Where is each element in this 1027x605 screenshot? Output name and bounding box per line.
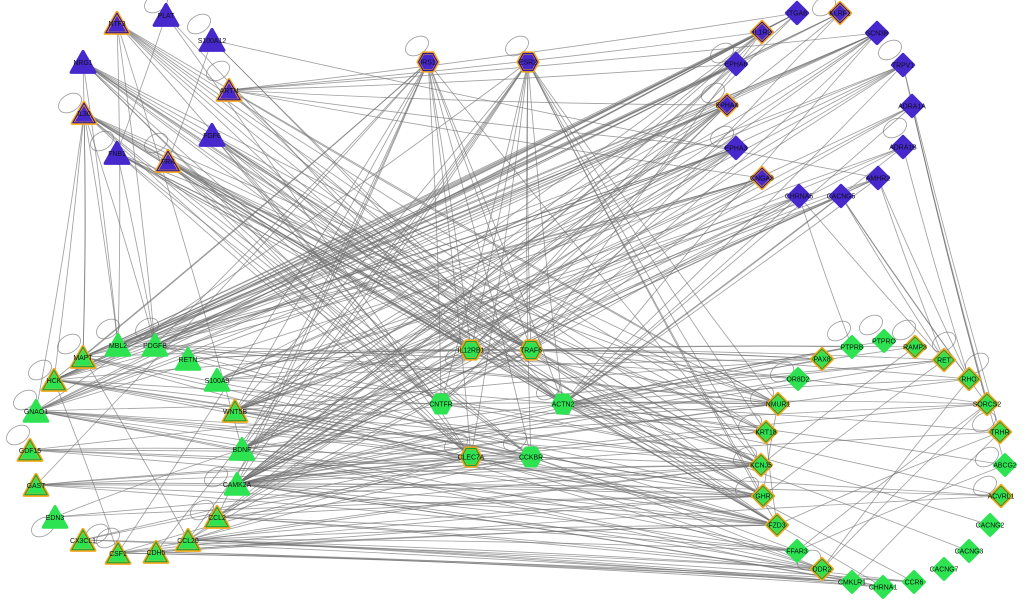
svg-text:RETN: RETN	[179, 357, 198, 364]
svg-text:DDR2: DDR2	[813, 566, 832, 573]
svg-text:CX3CL1: CX3CL1	[70, 538, 96, 545]
svg-text:S100A12: S100A12	[198, 38, 227, 45]
svg-text:FFAR3: FFAR3	[786, 548, 808, 555]
svg-text:EPHA6: EPHA6	[725, 61, 748, 68]
svg-text:PLAT: PLAT	[158, 13, 176, 20]
svg-text:KLRF1: KLRF1	[829, 10, 851, 17]
svg-text:CACNG3: CACNG3	[955, 548, 984, 555]
svg-text:AMHR2: AMHR2	[866, 175, 890, 182]
svg-text:CCR6: CCR6	[905, 579, 924, 586]
svg-text:CMKLR1: CMKLR1	[838, 579, 866, 586]
svg-text:PTPRB: PTPRB	[841, 344, 864, 351]
svg-text:RHO: RHO	[961, 376, 977, 383]
svg-text:EPHA4: EPHA4	[716, 102, 739, 109]
svg-text:CAMK2A: CAMK2A	[223, 482, 252, 489]
svg-text:CCL20: CCL20	[177, 538, 199, 545]
svg-text:CCL2: CCL2	[208, 515, 226, 522]
svg-text:IRS1: IRS1	[420, 59, 435, 66]
svg-text:IL12RB1: IL12RB1	[458, 347, 485, 354]
svg-text:MAPT: MAPT	[73, 355, 93, 362]
svg-text:IL30: IL30	[77, 111, 91, 118]
svg-text:PDGFB: PDGFB	[143, 343, 167, 350]
svg-text:TRAF6: TRAF6	[520, 347, 542, 354]
svg-text:GDF15: GDF15	[19, 448, 41, 455]
svg-text:NTF3: NTF3	[108, 21, 125, 28]
svg-text:OR8D2: OR8D2	[787, 376, 810, 383]
svg-text:CACNG7: CACNG7	[930, 566, 959, 573]
svg-text:CNGA3: CNGA3	[750, 175, 774, 182]
svg-text:GNAO1: GNAO1	[24, 409, 48, 416]
svg-text:ESR2: ESR2	[519, 59, 537, 66]
svg-text:CACNG2: CACNG2	[976, 522, 1005, 529]
svg-text:TRPV1: TRPV1	[892, 62, 914, 69]
svg-text:SCN3B: SCN3B	[866, 30, 889, 37]
svg-text:IL1R2: IL1R2	[753, 29, 772, 36]
svg-text:CNTFR: CNTFR	[429, 401, 452, 408]
svg-text:FNB1: FNB1	[108, 151, 126, 158]
svg-text:MBL2: MBL2	[109, 343, 127, 350]
svg-text:GAST: GAST	[27, 483, 47, 490]
svg-text:CHRNA1: CHRNA1	[869, 584, 898, 591]
svg-text:WNT5B: WNT5B	[223, 409, 248, 416]
svg-text:SORCS2: SORCS2	[973, 401, 1002, 408]
svg-text:ITGA8: ITGA8	[787, 10, 807, 17]
svg-text:ADRA1B: ADRA1B	[889, 144, 917, 151]
svg-text:ADRA1A: ADRA1A	[898, 103, 926, 110]
svg-text:EPHA3: EPHA3	[725, 145, 748, 152]
svg-text:CDH5: CDH5	[147, 550, 166, 557]
svg-text:PAX8: PAX8	[813, 356, 830, 363]
svg-text:FZD3: FZD3	[768, 522, 785, 529]
svg-text:RET: RET	[937, 357, 952, 364]
svg-text:RAMP3: RAMP3	[903, 344, 927, 351]
svg-text:ACTN2: ACTN2	[552, 401, 575, 408]
svg-text:TRHR: TRHR	[990, 429, 1009, 436]
svg-text:CACNG5: CACNG5	[827, 193, 856, 200]
svg-text:ARTN: ARTN	[220, 88, 239, 95]
svg-text:KRT18: KRT18	[755, 429, 776, 436]
svg-text:CCKBR: CCKBR	[519, 454, 543, 461]
svg-text:BDNF: BDNF	[233, 447, 252, 454]
svg-text:ABCG2: ABCG2	[993, 462, 1017, 469]
svg-text:EDN3: EDN3	[46, 515, 65, 522]
svg-text:CLEC7A: CLEC7A	[458, 454, 485, 461]
svg-text:CSF1: CSF1	[109, 551, 127, 558]
svg-text:S100A9: S100A9	[205, 378, 230, 385]
svg-text:FRK: FRK	[161, 159, 175, 166]
svg-text:ACVRL1: ACVRL1	[988, 493, 1015, 500]
svg-text:NMUR1: NMUR1	[766, 401, 791, 408]
svg-text:NRG1: NRG1	[73, 60, 92, 67]
svg-text:KCNJ5: KCNJ5	[750, 462, 772, 469]
svg-text:HCK: HCK	[47, 378, 62, 385]
svg-text:CHRNA5: CHRNA5	[785, 193, 814, 200]
svg-text:GHR: GHR	[755, 493, 770, 500]
svg-text:PTPRO: PTPRO	[872, 338, 896, 345]
svg-text:FGF6: FGF6	[203, 133, 221, 140]
